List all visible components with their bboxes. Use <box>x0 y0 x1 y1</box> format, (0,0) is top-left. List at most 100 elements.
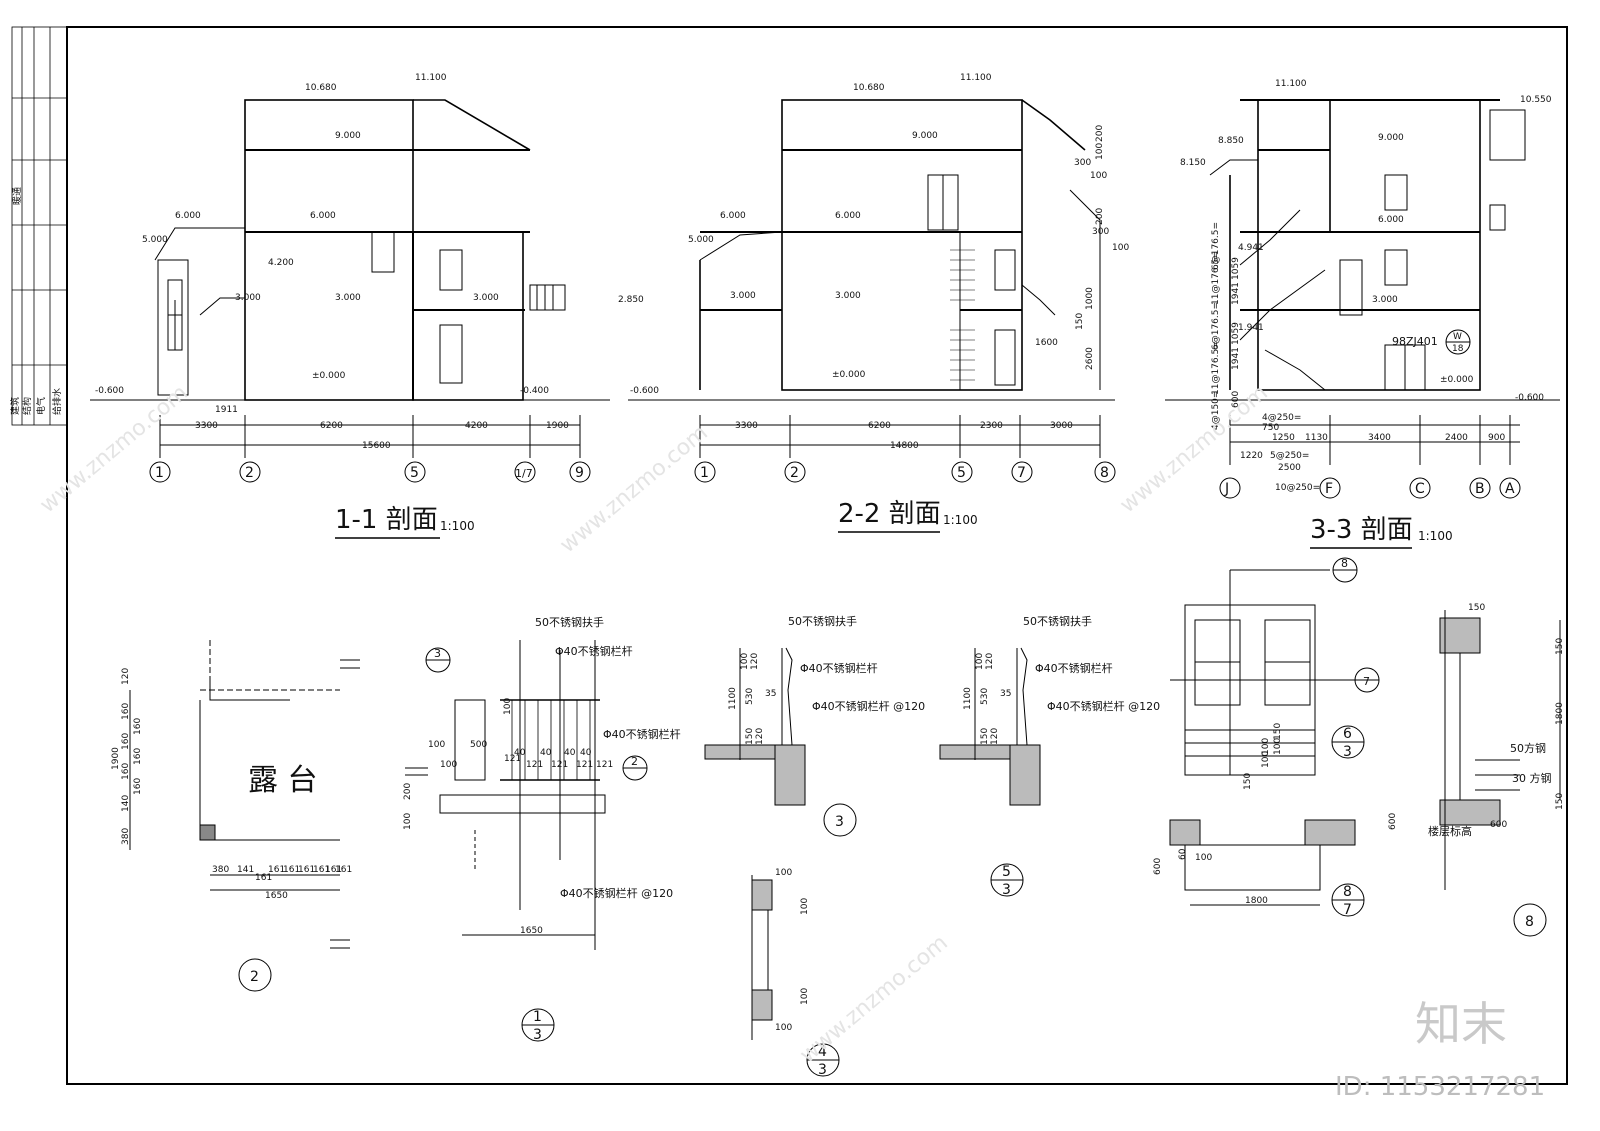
elev-label: 3.000 <box>473 293 499 303</box>
dim-label: 150 <box>1555 793 1565 810</box>
dim-label: 150 <box>980 728 990 745</box>
watermark-site: www.znzmo.com <box>1115 380 1272 518</box>
dim-label: 161 <box>298 865 315 875</box>
section-3-3-axis-labels: J F C B A 3-3 剖面 1:100 <box>1224 481 1515 549</box>
dim-label: 3300 <box>735 421 758 431</box>
detail-number: 1 <box>533 1009 542 1025</box>
elev-label: 6.000 <box>1378 215 1404 225</box>
stair-dim: 6@176.5= <box>1211 222 1221 270</box>
dim-label: 1100 <box>963 687 973 710</box>
dim-label: 3000 <box>1050 421 1073 431</box>
note-label: Φ40不锈钢栏杆 @120 <box>1047 699 1160 713</box>
detail-3-labels: 50不锈钢扶手 Φ40不锈钢栏杆 Φ40不锈钢栏杆 @120 3 100 120… <box>728 614 925 830</box>
side-table-labels: 建筑 结构 电气 给排水 暖通 <box>9 187 63 415</box>
elev-label: 2.850 <box>618 295 644 305</box>
dim-label: 160 <box>121 733 131 750</box>
side-dim: 1600 <box>1035 338 1058 348</box>
watermark-site: www.znzmo.com <box>795 930 952 1068</box>
dim-label: 2300 <box>980 421 1003 431</box>
axis-label: 2 <box>245 465 254 481</box>
elev-label: ±0.000 <box>832 370 866 380</box>
dim-label: 1800 <box>1245 896 1268 906</box>
dim-label: 100 <box>440 760 457 770</box>
axis-label: B <box>1475 481 1485 497</box>
dim-label: 1650 <box>265 891 288 901</box>
side-label: 暖通 <box>11 187 23 205</box>
dim-label: 100 <box>1261 738 1271 755</box>
dim-label: 160 <box>121 703 131 720</box>
dim-label: 1250 <box>1272 433 1295 443</box>
dim-label: 200 <box>403 783 413 800</box>
elev-label: 6.000 <box>310 211 336 221</box>
note-label: 50不锈钢扶手 <box>535 615 604 629</box>
section-2-2-axis-labels: 1 2 5 7 8 2-2 剖面 1:100 <box>700 465 1109 533</box>
dim-label: 100 <box>1195 853 1212 863</box>
dim-label: 161 <box>325 865 342 875</box>
detail-sheet: 3 <box>818 1062 827 1078</box>
dim-label: 1130 <box>1305 433 1328 443</box>
section-title: 1-1 剖面 <box>335 505 438 535</box>
detail-number: 8 <box>1343 884 1352 900</box>
elev-label: 11.100 <box>1275 79 1307 89</box>
side-dim: 1000 <box>1085 287 1095 310</box>
detail-sheet: 3 <box>533 1027 542 1043</box>
elev-label: 4.941 <box>1238 243 1264 253</box>
stair-dim: 11@176.5= <box>1211 341 1221 395</box>
elev-label: 6.000 <box>720 211 746 221</box>
dim-label: 150 <box>1243 773 1253 790</box>
detail-railing-1-3-labels: 50不锈钢扶手 Φ40不锈钢栏杆 Φ40不锈钢栏杆 Φ40不锈钢栏杆 @120 … <box>403 615 681 1043</box>
detail-sheet: 7 <box>1343 902 1352 918</box>
dim-label: 5@250= <box>1270 451 1309 461</box>
elev-label: 8.150 <box>1180 158 1206 168</box>
detail-4-3-labels: 4 3 100 100 100 100 <box>775 868 827 1078</box>
section-title: 3-3 剖面 <box>1310 515 1413 545</box>
detail-8 <box>1439 610 1561 937</box>
detail-number: 5 <box>1002 864 1011 880</box>
detail-number: 2 <box>250 969 259 985</box>
elev-label: -0.600 <box>95 386 124 396</box>
detail-8-7-labels: 8 7 600 60 100 1800 <box>1153 848 1352 918</box>
stair-dim: 11@176.5= <box>1211 251 1221 305</box>
sheet-border <box>66 26 1568 1085</box>
dim-label: 161 <box>255 873 272 883</box>
section-2-2 <box>628 99 1115 458</box>
dim-label: 1100 <box>728 687 738 710</box>
detail-3 <box>704 647 857 837</box>
axis-label: 9 <box>575 465 584 481</box>
dim-label: 161 <box>283 865 300 875</box>
dim-label: 160 <box>133 748 143 765</box>
side-dim: 300 <box>1092 227 1109 237</box>
stair-dim: 4@150= <box>1211 391 1221 430</box>
axis-label: 1 <box>700 465 709 481</box>
side-label: 结构 <box>21 397 33 415</box>
dim-label: 121 <box>504 754 521 764</box>
dim-label: 500 <box>470 740 487 750</box>
dim-label: 900 <box>1488 433 1505 443</box>
dim-label: 120 <box>755 728 765 745</box>
dim-label: 100 <box>775 868 792 878</box>
detail-sheet: 3 <box>1002 882 1011 898</box>
elev-label: 3.000 <box>235 293 261 303</box>
axis-label: 5 <box>410 465 419 481</box>
ref-num: 2 <box>631 755 638 768</box>
elev-label: 8.850 <box>1218 136 1244 146</box>
detail-5-3-labels: 50不锈钢扶手 Φ40不锈钢栏杆 Φ40不锈钢栏杆 @120 5 3 100 1… <box>963 614 1160 898</box>
watermark-site: www.znzmo.com <box>555 420 712 558</box>
detail-railing-1-3 <box>405 640 648 1042</box>
side-dim: 2600 <box>1085 347 1095 370</box>
elev-label: ±0.000 <box>1440 375 1474 385</box>
dim-label: 380 <box>212 865 229 875</box>
dim-label: 100 <box>740 653 750 670</box>
section-1-1-axes <box>149 461 591 483</box>
dim-label: 121 <box>526 760 543 770</box>
dim-label: 100 <box>1273 738 1283 755</box>
detail-number: 6 <box>1343 726 1352 742</box>
elev-label: 1.941 <box>1238 323 1264 333</box>
elev-label: 3.000 <box>335 293 361 303</box>
ref-num: 8 <box>1341 557 1348 570</box>
side-dim: 100 <box>1095 143 1105 160</box>
axis-label: J <box>1224 481 1229 497</box>
ref-num: W <box>1453 332 1462 342</box>
note-label: Φ40不锈钢栏杆 <box>603 727 681 741</box>
detail-number: 8 <box>1525 914 1534 930</box>
